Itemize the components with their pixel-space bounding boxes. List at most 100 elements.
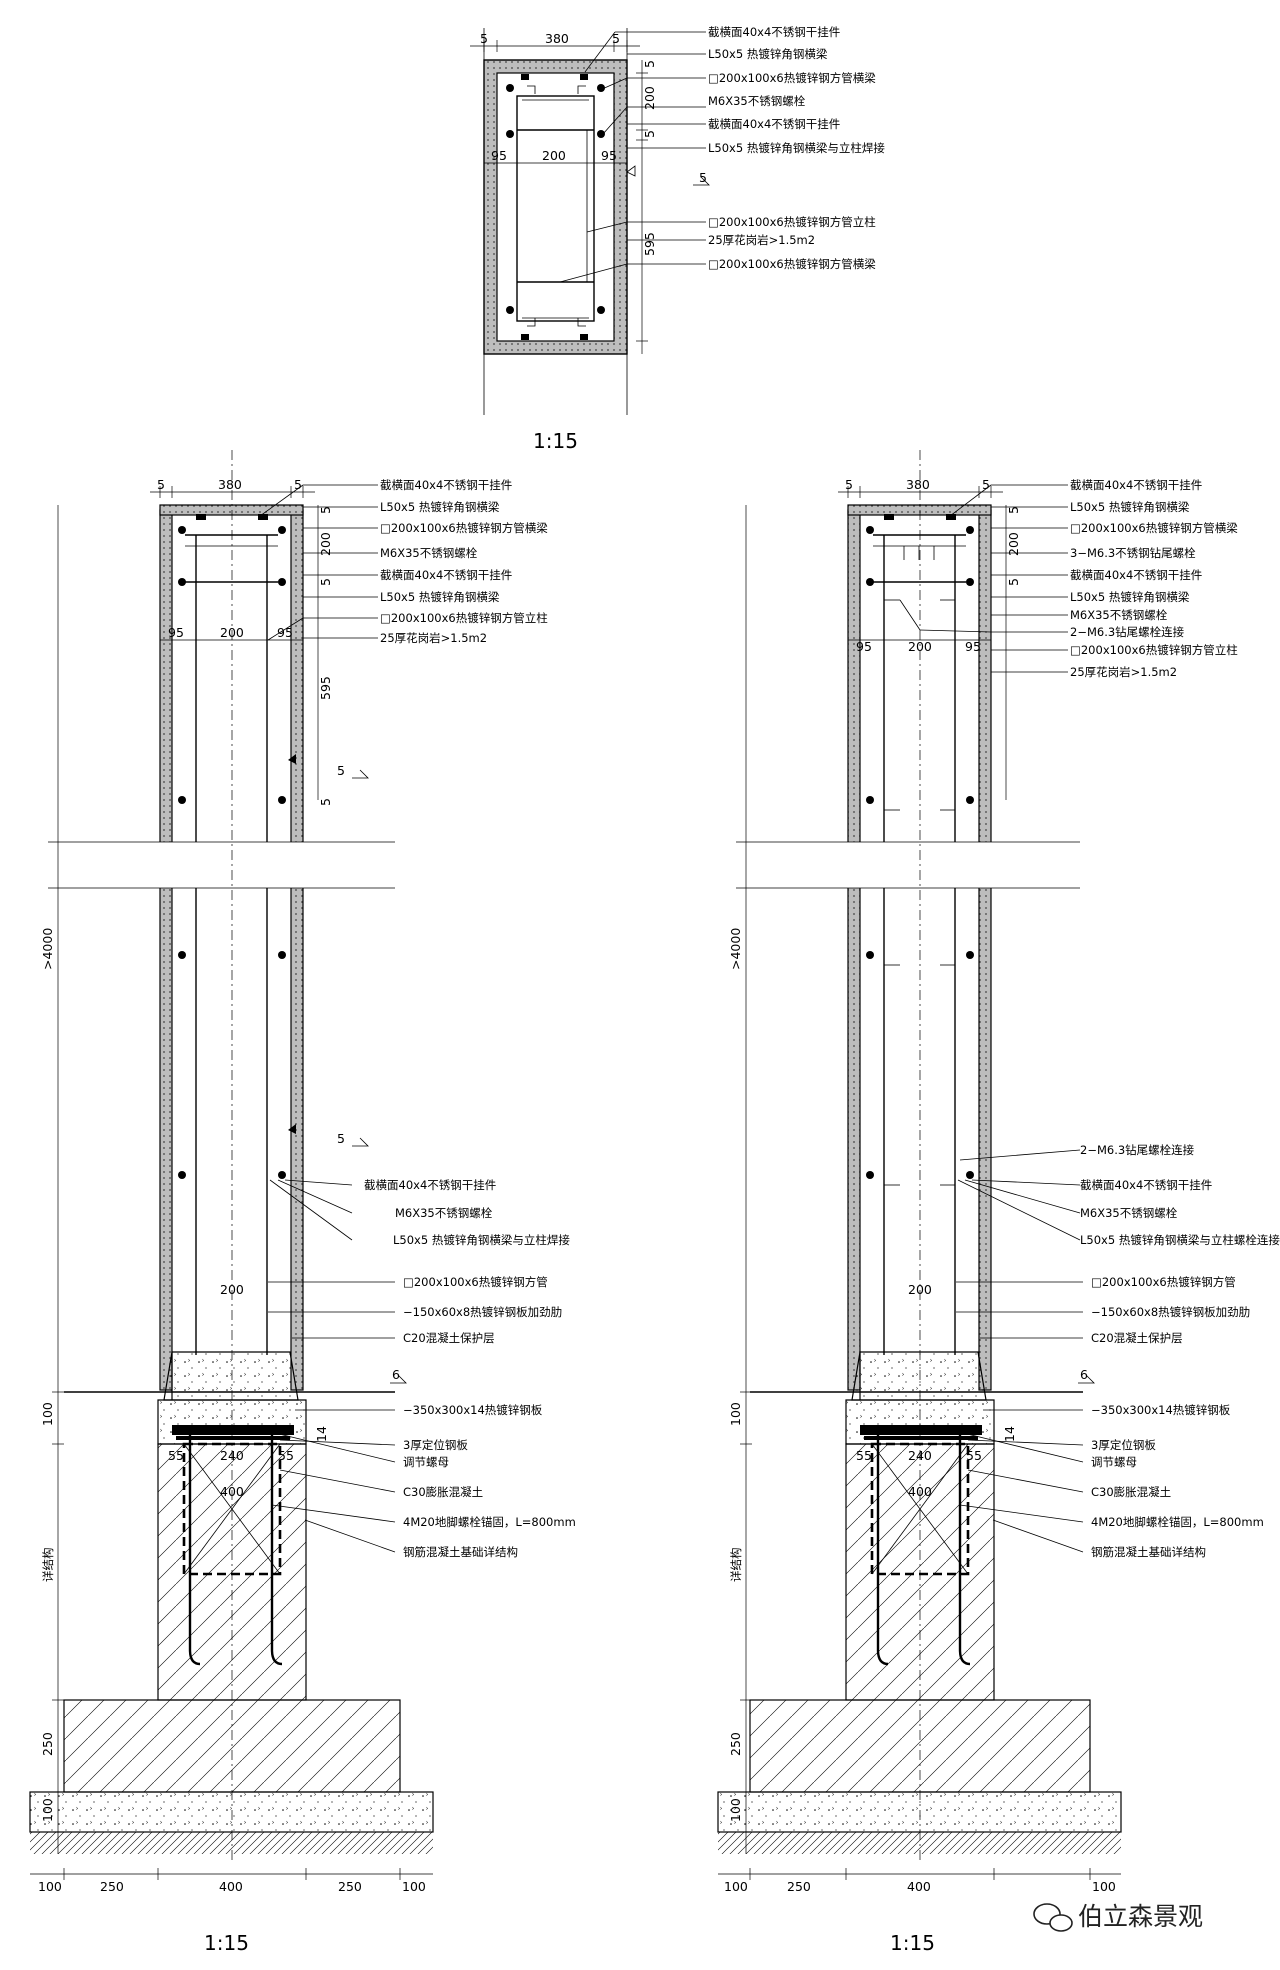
dim-text: 95 <box>277 625 293 640</box>
right-label: M6X35不锈钢螺栓 <box>1070 608 1168 622</box>
right-scale: 1:15 <box>890 1931 935 1955</box>
right-labels: 截横面40x4不锈钢干挂件 L50x5 热镀锌角钢横梁 □200x100x6热镀… <box>1070 478 1280 1559</box>
dim-text: 100 <box>724 1879 748 1894</box>
plan-label: L50x5 热镀锌角钢横梁 <box>708 47 828 61</box>
right-label: −150x60x8热镀锌钢板加劲肋 <box>1091 1305 1250 1319</box>
right-label: 2−M6.3钻尾螺栓连接 <box>1070 625 1185 639</box>
dim-text: 250 <box>728 1732 743 1756</box>
right-label: C20混凝土保护层 <box>1091 1331 1183 1345</box>
weld-mark: 5 <box>337 1131 345 1146</box>
dim-text: 380 <box>545 31 569 46</box>
watermark: 伯立森景观 <box>1033 1902 1203 1932</box>
right-label: 截横面40x4不锈钢干挂件 <box>1070 568 1202 582</box>
dim-text: 6 <box>1080 1367 1088 1382</box>
left-dimension-text: 5 380 5 95 200 95 5 200 5 595 5 5 5 >400… <box>38 477 426 1894</box>
dim-text: 5 <box>318 506 333 514</box>
dim-text: 5 <box>157 477 165 492</box>
dim-text: 250 <box>40 1732 55 1756</box>
right-label: 截横面40x4不锈钢干挂件 <box>1080 1178 1212 1192</box>
plan-label: 截横面40x4不锈钢干挂件 <box>708 25 840 39</box>
plan-label: 25厚花岗岩>1.5m2 <box>708 233 815 247</box>
right-label: M6X35不锈钢螺栓 <box>1080 1206 1178 1220</box>
left-label: 4M20地脚螺栓锚固，L=800mm <box>403 1515 576 1529</box>
dim-text: 95 <box>856 639 872 654</box>
right-label: −350x300x14热镀锌钢板 <box>1091 1403 1231 1417</box>
plan-label: □200x100x6热镀锌钢方管横梁 <box>708 257 876 271</box>
left-label: L50x5 热镀锌角钢横梁 <box>380 590 500 604</box>
right-label: 3厚定位钢板 <box>1091 1438 1156 1452</box>
weld-mark: 5 <box>699 170 707 185</box>
dim-text: 5 <box>1006 506 1021 514</box>
dim-text: 200 <box>908 1282 932 1297</box>
left-label: C20混凝土保护层 <box>403 1331 495 1345</box>
left-elevation <box>29 450 434 1880</box>
dim-text: 55 <box>168 1448 184 1463</box>
dim-text: 100 <box>728 1798 743 1822</box>
dim-text: 250 <box>100 1879 124 1894</box>
watermark-text: 伯立森景观 <box>1078 1902 1203 1931</box>
dim-text: 250 <box>787 1879 811 1894</box>
plan-labels: 截横面40x4不锈钢干挂件 L50x5 热镀锌角钢横梁 □200x100x6热镀… <box>708 25 885 271</box>
dim-text: >4000 <box>40 928 55 970</box>
dim-text: 100 <box>402 1879 426 1894</box>
left-label: M6X35不锈钢螺栓 <box>380 546 478 560</box>
dim-text: 95 <box>601 148 617 163</box>
dim-text: 55 <box>966 1448 982 1463</box>
dim-text: 595 <box>318 676 333 700</box>
right-label: □200x100x6热镀锌钢方管横梁 <box>1070 521 1238 535</box>
left-label: 截横面40x4不锈钢干挂件 <box>364 1178 496 1192</box>
dim-text: 100 <box>728 1402 743 1426</box>
dim-text: 380 <box>906 477 930 492</box>
dim-text: 95 <box>965 639 981 654</box>
dim-text: 5 <box>318 798 333 806</box>
dim-text: 200 <box>220 625 244 640</box>
right-label: 4M20地脚螺栓锚固，L=800mm <box>1091 1515 1264 1529</box>
dim-text: 100 <box>1092 1879 1116 1894</box>
left-label: □200x100x6热镀锌钢方管立柱 <box>380 611 548 625</box>
dim-text: 5 <box>845 477 853 492</box>
dim-text: 5 <box>982 477 990 492</box>
wechat-icon-bubble <box>1049 1914 1073 1932</box>
left-label: 25厚花岗岩>1.5m2 <box>380 631 487 645</box>
weld-mark: 5 <box>337 763 345 778</box>
wechat-icon <box>1033 1903 1061 1925</box>
left-label: M6X35不锈钢螺栓 <box>395 1206 493 1220</box>
plan-dimension-text: 5 380 5 95 200 95 5 200 5 595 5 <box>480 31 707 256</box>
dim-text: 380 <box>218 477 242 492</box>
plan-label: □200x100x6热镀锌钢方管立柱 <box>708 215 876 229</box>
dim-text: 100 <box>40 1402 55 1426</box>
left-label: C30膨胀混凝土 <box>403 1485 483 1499</box>
dim-text: 详结构 <box>41 1548 55 1583</box>
dim-text: 400 <box>219 1879 243 1894</box>
dim-text: 240 <box>220 1448 244 1463</box>
right-dimension-text: 5 380 5 95 200 95 5 200 5 >4000 100 详结构 … <box>724 477 1116 1894</box>
dim-text: 240 <box>908 1448 932 1463</box>
dim-text: 5 <box>642 60 657 68</box>
dim-text: 14 <box>314 1426 329 1442</box>
dim-text: 200 <box>318 532 333 556</box>
dim-text: 200 <box>220 1282 244 1297</box>
dim-text: 6 <box>392 1367 400 1382</box>
dim-text: 5 <box>1006 578 1021 586</box>
dim-text: 250 <box>338 1879 362 1894</box>
left-label: □200x100x6热镀锌钢方管横梁 <box>380 521 548 535</box>
right-label: C30膨胀混凝土 <box>1091 1485 1171 1499</box>
dim-text: 55 <box>856 1448 872 1463</box>
right-label: □200x100x6热镀锌钢方管立柱 <box>1070 643 1238 657</box>
left-scale: 1:15 <box>204 1931 249 1955</box>
right-label: 钢筋混凝土基础详结构 <box>1091 1545 1206 1559</box>
dim-text: 95 <box>491 148 507 163</box>
right-label: 25厚花岗岩>1.5m2 <box>1070 665 1177 679</box>
dim-text: 595 <box>642 232 657 256</box>
right-label: L50x5 热镀锌角钢横梁 <box>1070 500 1190 514</box>
left-label: L50x5 热镀锌角钢横梁 <box>380 500 500 514</box>
dim-text: 14 <box>1002 1426 1017 1442</box>
dim-text: 400 <box>908 1484 932 1499</box>
left-label: 截横面40x4不锈钢干挂件 <box>380 478 512 492</box>
dim-text: 400 <box>220 1484 244 1499</box>
dim-text: 详结构 <box>729 1548 743 1583</box>
plan-scale: 1:15 <box>533 429 578 453</box>
dim-text: 200 <box>908 639 932 654</box>
right-label: L50x5 热镀锌角钢横梁与立柱螺栓连接 <box>1080 1233 1280 1247</box>
